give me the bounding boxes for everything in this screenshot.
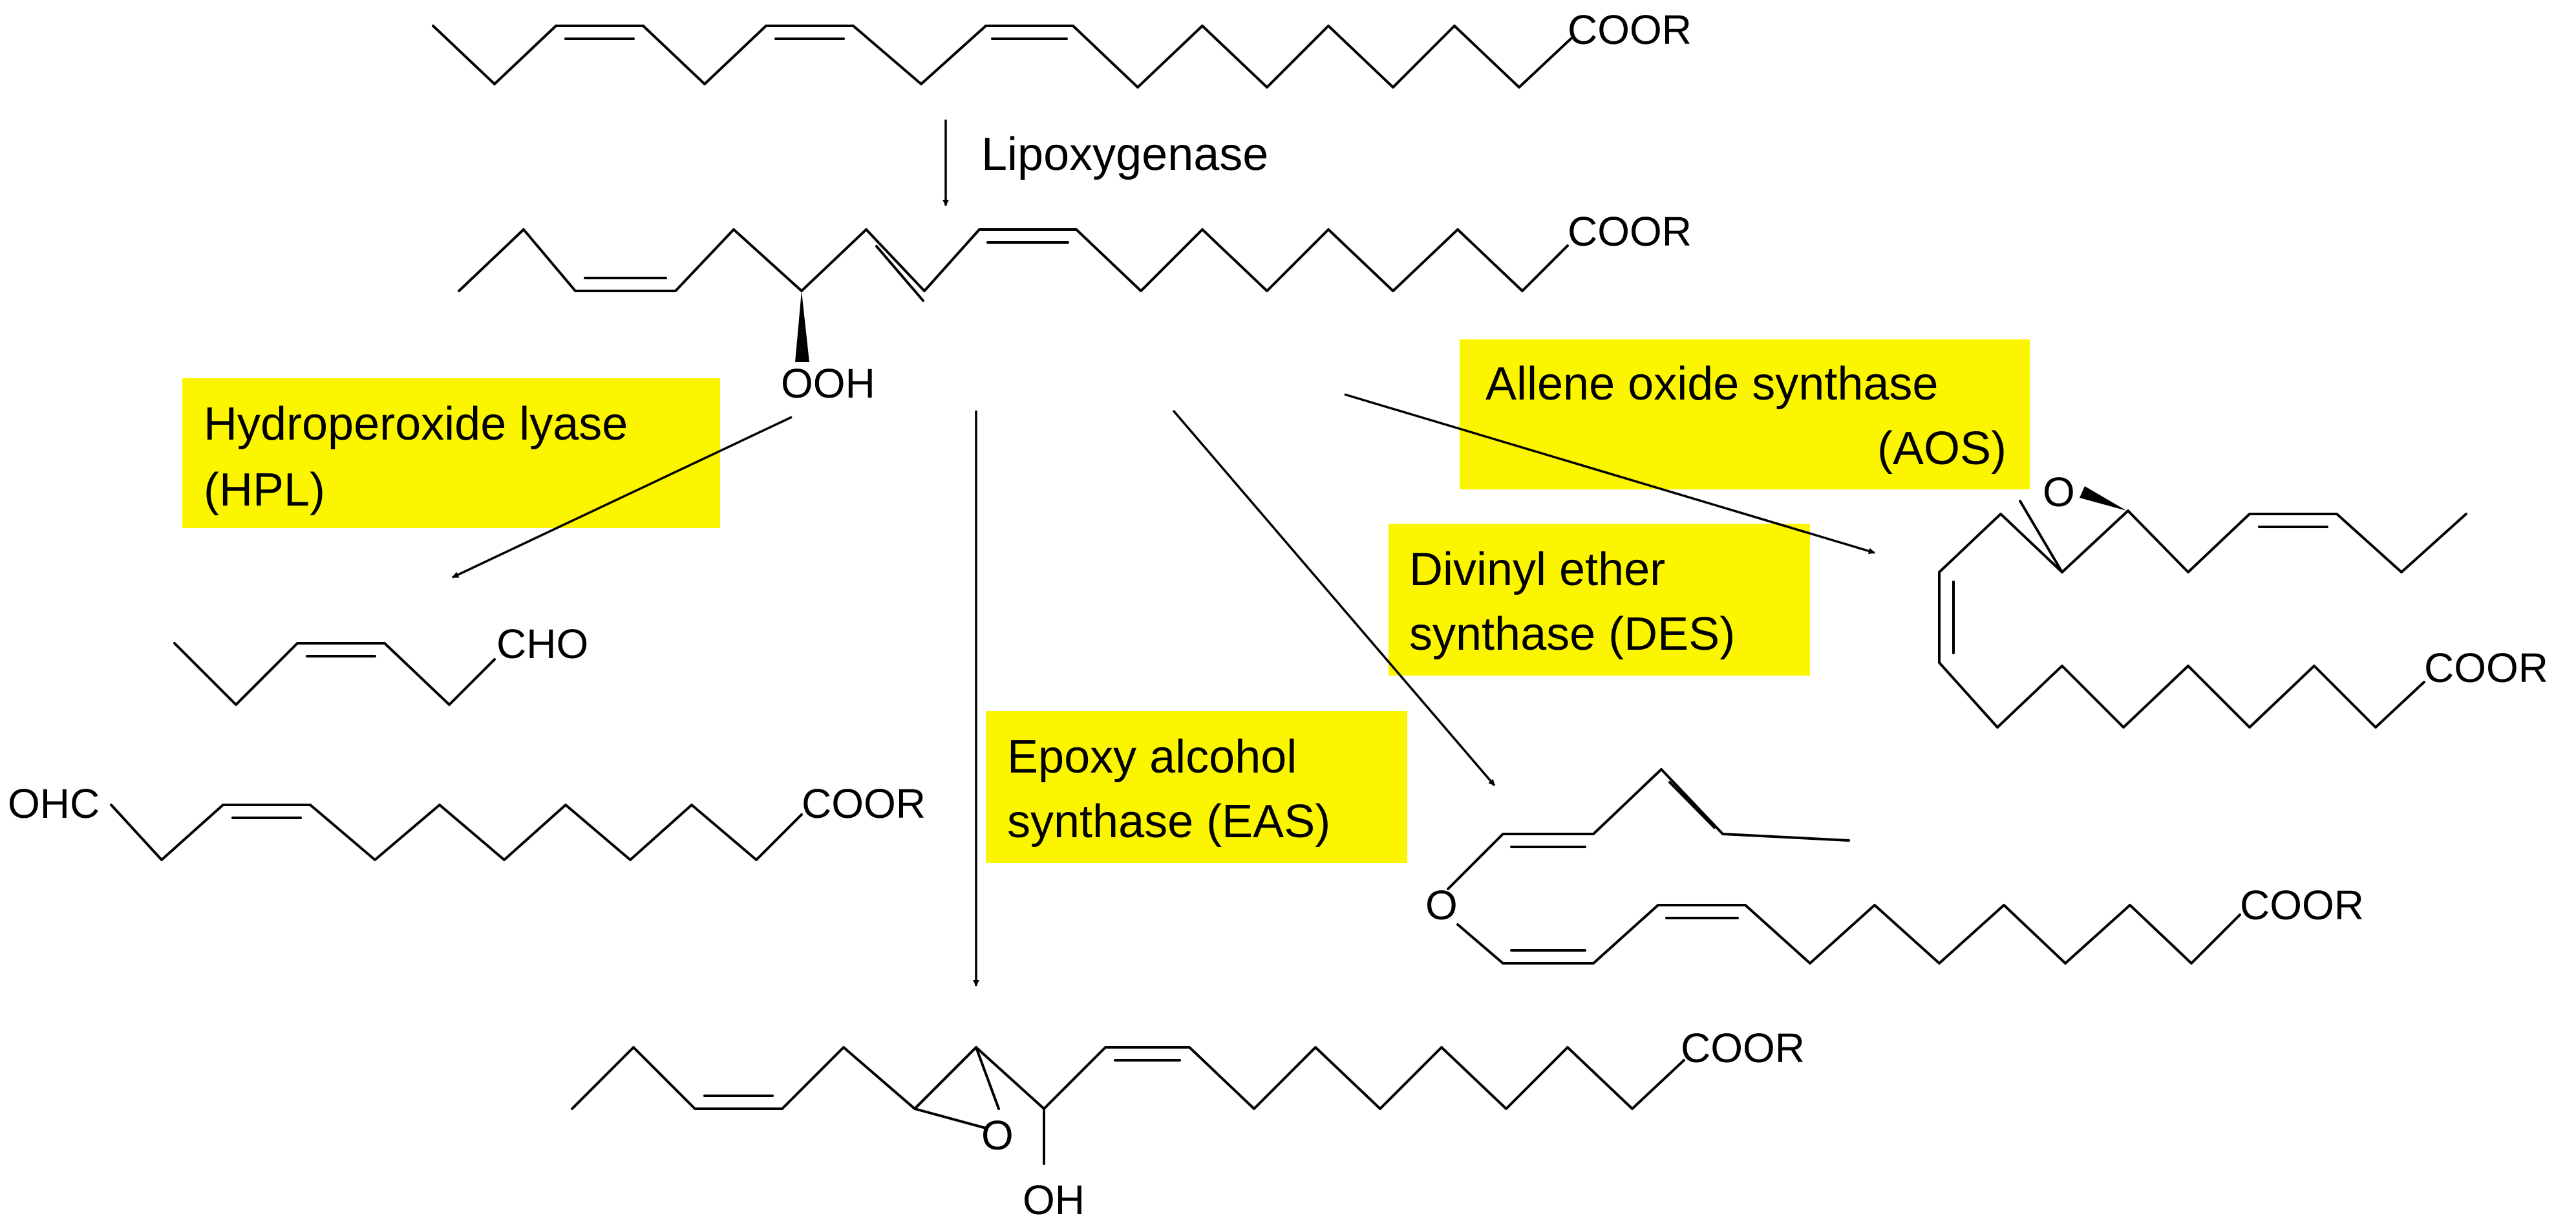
allene-oxide-coor: COOR — [2424, 645, 2548, 691]
divinyl-ether-coor: COOR — [2240, 882, 2364, 928]
hpl-arrow — [452, 416, 793, 579]
oxo-acid-structure: OHC COOR — [8, 780, 926, 861]
des-label-box: Divinyl ether synthase (DES) — [1389, 524, 1810, 676]
eas-label-box: Epoxy alcohol synthase (EAS) — [986, 711, 1407, 863]
substrate-structure: COOR — [432, 6, 1692, 89]
eas-label-line1: Epoxy alcohol — [1007, 731, 1297, 783]
hexenal-cho: CHO — [496, 621, 588, 667]
hydroperoxy-wedge-bond — [795, 291, 809, 362]
epoxy-alcohol-structure: O OH COOR — [571, 1025, 1805, 1223]
allene-oxide-wedge-bond — [2080, 486, 2127, 511]
hpl-label-box: Hydroperoxide lyase (HPL) — [182, 378, 720, 528]
allene-oxide-structure: O COOR — [1938, 469, 2548, 729]
allene-oxide-o: O — [2043, 469, 2075, 515]
divinyl-ether-o: O — [1425, 882, 1458, 928]
hpl-label-line2: (HPL) — [204, 464, 325, 516]
hydroperoxide-structure: OOH COOR — [458, 208, 1692, 407]
aos-label-line2: (AOS) — [1877, 423, 2007, 475]
aos-label-line1: Allene oxide synthase — [1485, 358, 1938, 410]
epoxy-alcohol-o: O — [981, 1112, 1014, 1159]
eas-label-line2: synthase (EAS) — [1007, 796, 1330, 848]
lipoxygenase-label: Lipoxygenase — [981, 129, 1268, 180]
des-arrow — [1172, 409, 1496, 787]
hydroperoxide-coor: COOR — [1568, 208, 1692, 255]
epoxy-alcohol-coor: COOR — [1681, 1025, 1805, 1071]
substrate-coor: COOR — [1568, 6, 1692, 53]
aos-arrow — [1344, 393, 1875, 555]
oxo-acid-coor: COOR — [802, 780, 926, 827]
aos-label-box: Allene oxide synthase (AOS) — [1460, 339, 2030, 489]
hpl-label-line1: Hydroperoxide lyase — [204, 398, 628, 450]
hexenal-structure: CHO — [173, 621, 588, 706]
epoxy-alcohol-oh: OH — [1023, 1177, 1085, 1223]
oxo-acid-ohc: OHC — [8, 780, 100, 827]
des-label-line1: Divinyl ether — [1409, 544, 1665, 595]
des-label-line2: synthase (DES) — [1409, 608, 1735, 660]
divinyl-ether-structure: O COOR — [1425, 768, 2364, 965]
hydroperoxide-ooh: OOH — [781, 360, 875, 407]
